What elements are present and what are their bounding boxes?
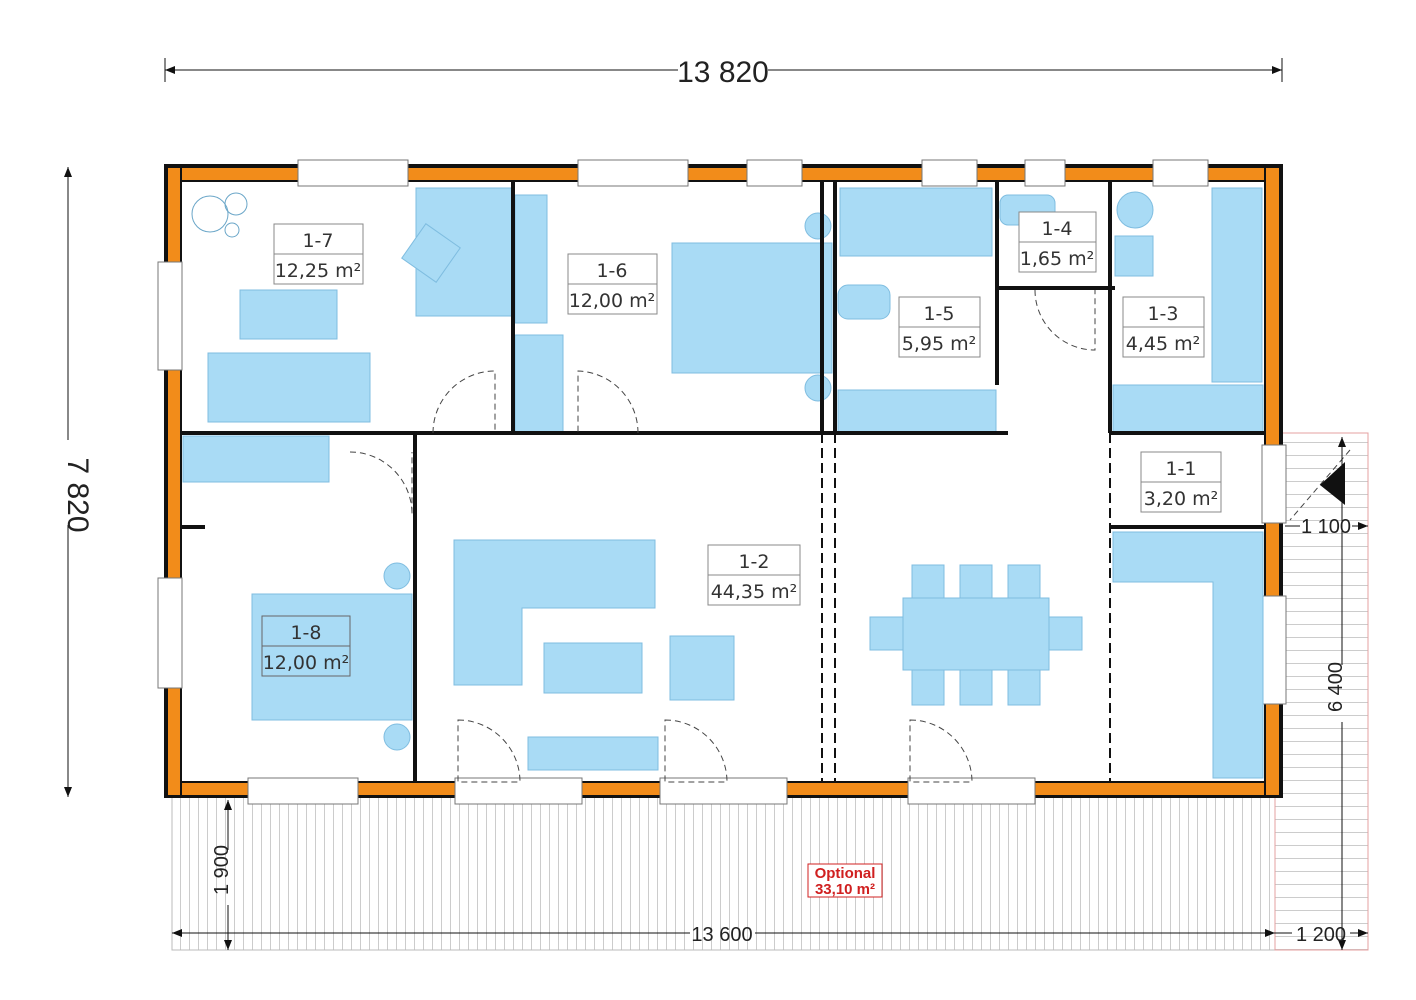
room-area: 3,20 m² xyxy=(1144,488,1218,510)
wardrobe xyxy=(514,194,548,324)
room-label-1-8: 1-8 12,00 m² xyxy=(261,615,351,677)
room-label-1-7: 1-7 12,25 m² xyxy=(273,223,364,285)
dining-table xyxy=(902,597,1050,671)
plant-icon xyxy=(224,222,240,238)
chair xyxy=(1007,564,1041,599)
room-id: 1-8 xyxy=(290,622,321,644)
plant-icon xyxy=(224,192,248,216)
chair xyxy=(959,669,993,706)
chair xyxy=(911,669,945,706)
room-id: 1-7 xyxy=(302,230,333,252)
room-area: 44,35 m² xyxy=(711,581,798,603)
chair xyxy=(1007,669,1041,706)
closet-1-1 xyxy=(1112,384,1264,433)
toilet-1-3 xyxy=(1114,235,1154,277)
living-coffee-table xyxy=(543,642,643,694)
room-id: 1-1 xyxy=(1165,458,1196,480)
dimensions xyxy=(64,58,1368,950)
side-terrace xyxy=(1274,432,1369,951)
room-label-1-6: 1-6 12,00 m² xyxy=(567,253,658,315)
deck-depth-dimension: 1 900 xyxy=(211,845,233,895)
room-area: 12,25 m² xyxy=(275,260,362,282)
shower xyxy=(1116,191,1154,229)
furniture xyxy=(182,187,1264,779)
room-id: 1-4 xyxy=(1041,218,1072,240)
double-bed-1-6 xyxy=(671,242,833,374)
room-id: 1-6 xyxy=(596,260,627,282)
plant-icon xyxy=(191,195,229,233)
front-terrace xyxy=(171,796,1276,951)
tv-stand xyxy=(527,736,659,771)
chair xyxy=(869,616,904,651)
bathtub xyxy=(839,187,993,257)
overall-width-dimension: 13 820 xyxy=(677,56,769,89)
room-label-1-4: 1-4 1,65 m² xyxy=(1018,211,1097,273)
room-id: 1-2 xyxy=(738,551,769,573)
room-area: 1,65 m² xyxy=(1020,248,1094,270)
room-area: 12,00 m² xyxy=(263,652,350,674)
room-area: 5,95 m² xyxy=(902,333,976,355)
coffee-table xyxy=(239,289,338,340)
office-chair xyxy=(401,223,461,283)
doors xyxy=(349,289,1351,783)
optional-label: Optional xyxy=(815,865,876,882)
armchair xyxy=(669,635,735,701)
kitchen-counter xyxy=(1112,531,1264,779)
chair xyxy=(959,564,993,599)
corner-sofa xyxy=(453,539,656,686)
washbasin-counter xyxy=(837,389,997,434)
room-id: 1-5 xyxy=(923,303,954,325)
chair xyxy=(1048,616,1083,651)
room-label-1-1: 1-1 3,20 m² xyxy=(1140,451,1222,513)
entrance-arrow-icon xyxy=(1320,462,1345,505)
nightstand xyxy=(804,374,832,402)
closet-1-8 xyxy=(182,435,330,483)
side-deck-width-dimension: 1 200 xyxy=(1296,924,1346,946)
room-area: 4,45 m² xyxy=(1126,333,1200,355)
room-label-1-5: 1-5 5,95 m² xyxy=(898,296,981,358)
optional-area: 33,10 m² xyxy=(815,881,875,898)
nightstand xyxy=(804,212,832,240)
closet-1-3 xyxy=(1211,187,1263,383)
overall-depth-dimension: 7 820 xyxy=(61,457,94,532)
interior-walls xyxy=(181,181,1265,782)
cabinet xyxy=(514,334,564,434)
room-labels: 1-7 12,25 m² 1-6 12,00 m² 1-5 5,95 m² 1-… xyxy=(261,211,1222,677)
side-deck-length-dimension: 6 400 xyxy=(1325,662,1347,712)
entrance-width-dimension: 1 100 xyxy=(1301,516,1351,538)
room-id: 1-3 xyxy=(1147,303,1178,325)
nightstand xyxy=(383,562,411,590)
room-area: 12,00 m² xyxy=(569,290,656,312)
toilet xyxy=(837,284,891,320)
chair xyxy=(911,564,945,599)
room-label-1-3: 1-3 4,45 m² xyxy=(1122,296,1205,358)
nightstand xyxy=(383,723,411,751)
deck-length-dimension: 13 600 xyxy=(691,924,752,946)
windows xyxy=(157,159,1287,805)
optional-terrace-label: Optional 33,10 m² xyxy=(807,863,883,898)
sofa xyxy=(207,352,371,423)
room-label-1-2: 1-2 44,35 m² xyxy=(707,544,801,606)
